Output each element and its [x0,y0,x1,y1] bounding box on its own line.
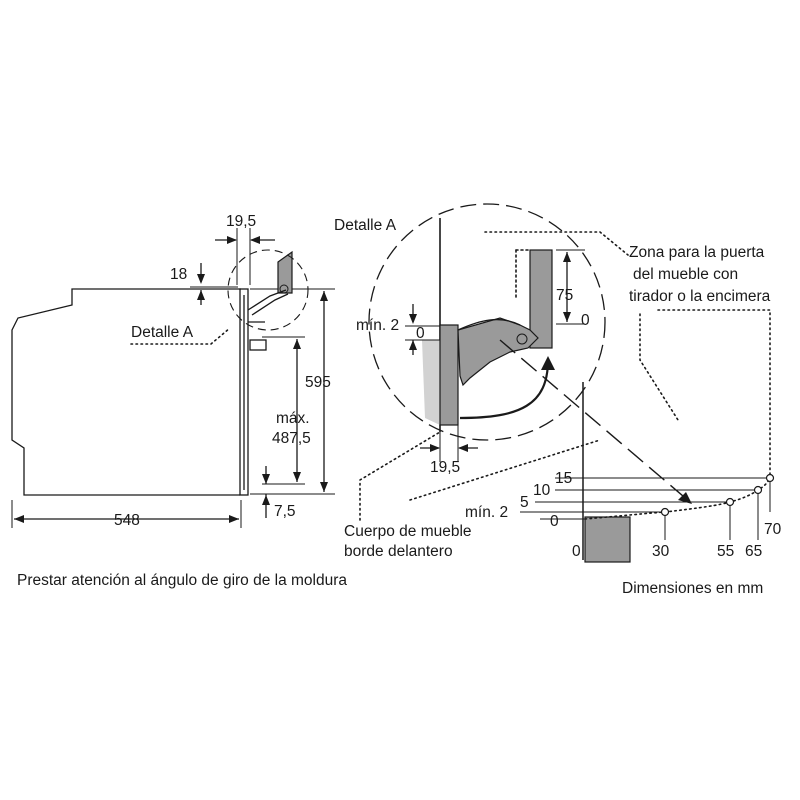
graph-x0-label: 0 [572,543,581,560]
graph-point-3 [765,473,775,483]
graph-y0-label: 0 [550,513,559,530]
graph-x65-label: 65 [745,543,762,560]
dim-7-5-label: 7,5 [274,503,296,520]
dim-595-label: 595 [305,374,331,391]
worktop-block [584,516,631,563]
clearance-graph: 15 10 5 mín. 2 0 0 30 55 65 70 [465,382,782,563]
dim-max-label: máx. [276,410,310,427]
graph-x30-label: 30 [652,543,670,560]
attention-note: Prestar atención al ángulo de giro de la… [17,572,347,589]
units-note: Dimensiones en mm [622,580,763,597]
graph-x70-label: 70 [764,521,782,538]
graph-y15-label: 15 [555,470,572,487]
zone-label-line2: del mueble con [633,266,738,283]
oven-front-panel [239,288,249,496]
graph-ymin2-label: mín. 2 [465,504,508,521]
detail-dim-0-right-label: 0 [581,312,590,329]
door-front-piece [439,324,459,426]
zone-label-line3: tirador o la encimera [629,288,771,305]
cabinet-shadow [422,340,440,425]
graph-point-2 [753,485,763,495]
graph-x55-label: 55 [717,543,734,560]
cabinet-label-line2: borde delantero [344,543,453,560]
detail-a-view: 75 0 mín. 2 0 19,5 Detalle A Cuerpo de m… [334,203,692,560]
detail-a-circle-large [368,203,606,441]
dim-18-label: 18 [170,266,187,283]
detail-dim-19-5-label: 19,5 [430,459,460,476]
detail-dim-75-label: 75 [556,287,573,304]
detail-a-top-label: Detalle A [334,217,397,234]
graph-y5-label: 5 [520,494,529,511]
dim-19-5-top-label: 19,5 [226,213,256,230]
dim-548-label: 548 [114,512,140,529]
door-bracket [529,249,553,349]
graph-point-0 [660,507,670,517]
detail-a-circle-small [227,249,309,331]
oven-handle [249,339,267,351]
detail-dim-min2-label: mín. 2 [356,317,399,334]
zone-label-line1: Zona para la puerta [629,244,765,261]
hinge-arm [457,317,539,387]
oven-body-outline [11,288,241,496]
cabinet-label-line1: Cuerpo de mueble [344,523,472,540]
zone-annotation: Zona para la puerta del mueble con tirad… [629,244,771,476]
graph-y10-label: 10 [533,482,551,499]
dim-487-5-label: 487,5 [272,430,311,447]
detail-a-left-label: Detalle A [131,324,194,341]
oven-side-view: 595 máx. 487,5 7,5 548 18 [11,213,335,529]
graph-point-1 [725,497,735,507]
detail-dim-0-label: 0 [416,325,425,342]
